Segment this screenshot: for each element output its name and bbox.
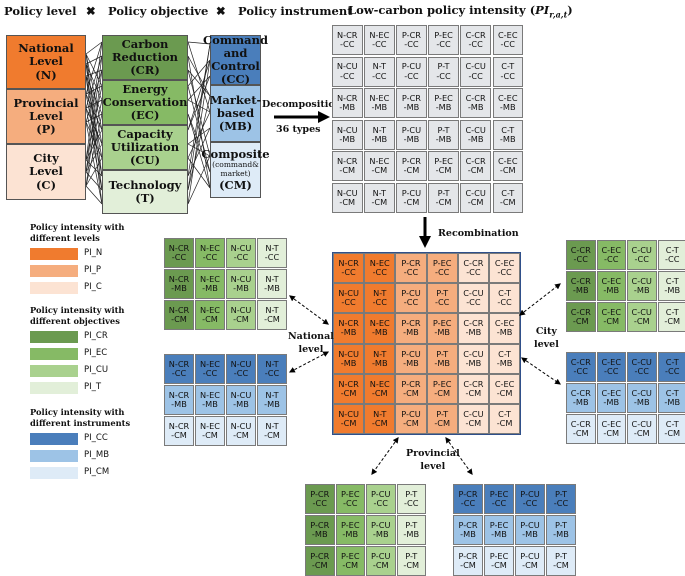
legend-title: Policy intensity with bbox=[30, 407, 124, 417]
legend-title: different objectives bbox=[30, 316, 120, 326]
legend-label: PI_T bbox=[84, 382, 101, 392]
legend-swatch bbox=[30, 348, 78, 360]
provincial-arrow-right bbox=[446, 438, 472, 474]
legend-label: PI_P bbox=[84, 265, 101, 275]
city-arrow-down bbox=[522, 358, 560, 384]
legend-swatch bbox=[30, 331, 78, 343]
legend-swatch bbox=[30, 282, 78, 294]
legend-title: Policy intensity with bbox=[30, 222, 124, 232]
provincial-arrow-left bbox=[372, 438, 398, 474]
legend-label: PI_MB bbox=[84, 450, 109, 460]
legend-swatch bbox=[30, 467, 78, 479]
legend-label: PI_CM bbox=[84, 467, 109, 477]
legend-swatch bbox=[30, 450, 78, 462]
legend-swatch bbox=[30, 382, 78, 394]
legend-label: PI_CC bbox=[84, 433, 108, 443]
legend-title: different instruments bbox=[30, 418, 130, 428]
city-arrow-up bbox=[520, 284, 560, 315]
national-arrow-down bbox=[290, 352, 328, 372]
legend-label: PI_C bbox=[84, 282, 102, 292]
legend-label: PI_N bbox=[84, 248, 102, 258]
legend-swatch bbox=[30, 433, 78, 445]
legend-title: Policy intensity with bbox=[30, 305, 124, 315]
legend-label: PI_CU bbox=[84, 365, 108, 375]
national-arrow-up bbox=[290, 296, 328, 324]
legend-swatch bbox=[30, 365, 78, 377]
legend-swatch bbox=[30, 248, 78, 260]
legend-swatch bbox=[30, 265, 78, 277]
legend-label: PI_CR bbox=[84, 331, 108, 341]
legend-title: different levels bbox=[30, 233, 100, 243]
legend-label: PI_EC bbox=[84, 348, 107, 358]
